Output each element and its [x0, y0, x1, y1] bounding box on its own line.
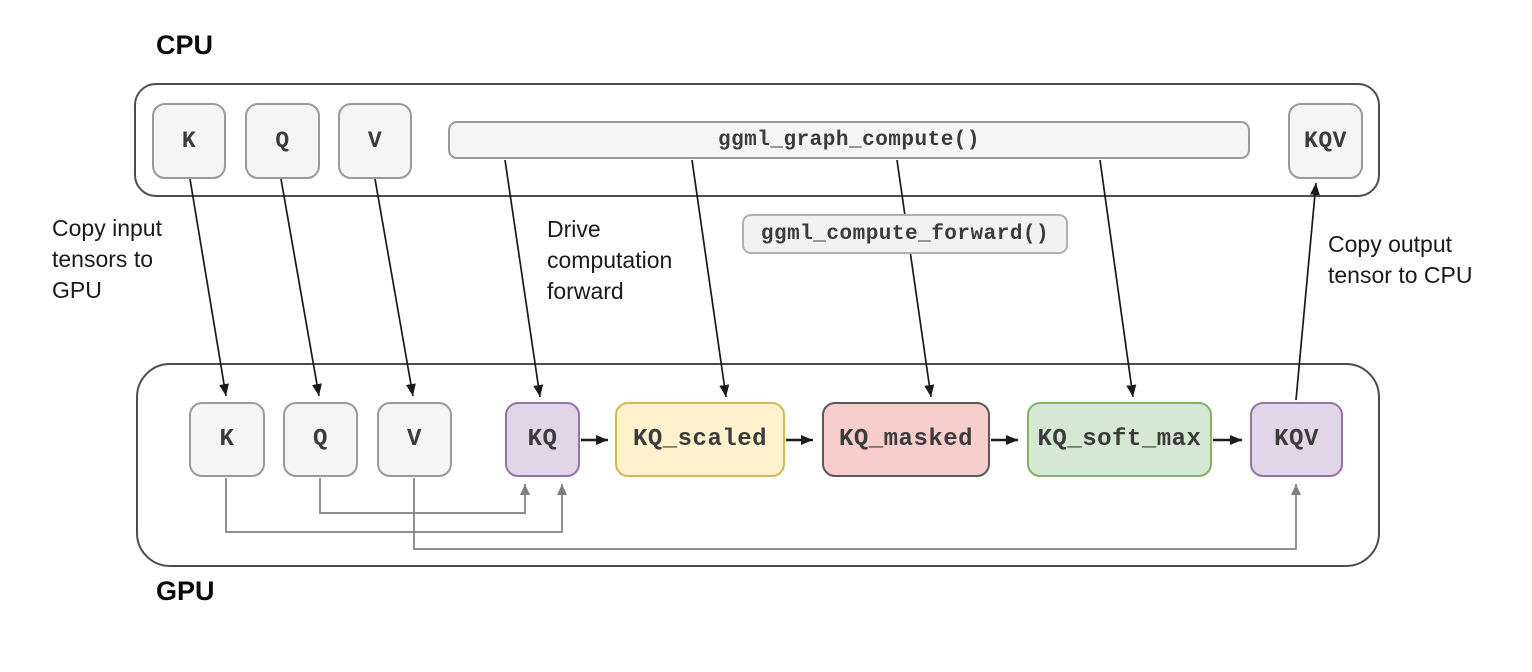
arrow-drive-kq-scaled	[691, 159, 730, 398]
arrow-copy-q	[280, 178, 322, 397]
copy-input-line-3: GPU	[52, 277, 102, 303]
gpu-section-label: GPU	[156, 576, 215, 606]
wire-v-to-kqv	[413, 478, 1301, 550]
arrow-copy-output	[1295, 182, 1320, 401]
cpu-node-k: K	[152, 103, 226, 179]
wire-k-to-kq	[225, 478, 567, 533]
gpu-node-v: V	[377, 402, 452, 477]
arrow-drive-kq-soft-max	[1099, 159, 1137, 398]
copy-output-line-2: tensor to CPU	[1328, 262, 1473, 288]
gpu-node-q: Q	[283, 402, 358, 477]
copy-input-line-1: Copy input	[52, 215, 162, 241]
arrow-copy-k	[189, 178, 229, 397]
drive-computation-annotation: Drive computation forward	[547, 214, 672, 307]
ggml-compute-forward-box: ggml_compute_forward()	[742, 214, 1068, 254]
gpu-node-kq-scaled: KQ_scaled	[615, 402, 785, 477]
ggml-graph-compute-bar: ggml_graph_compute()	[448, 121, 1250, 159]
cpu-section-label: CPU	[156, 30, 214, 60]
cpu-node-q: Q	[245, 103, 320, 179]
gpu-node-kqv: KQV	[1250, 402, 1343, 477]
drive-line-1: Drive	[547, 216, 601, 242]
cpu-node-v: V	[338, 103, 412, 179]
drive-line-2: computation	[547, 247, 673, 273]
copy-input-annotation: Copy input tensors to GPU	[52, 213, 162, 306]
drive-line-3: forward	[547, 278, 624, 304]
gpu-node-k: K	[189, 402, 265, 477]
arrow-drive-kq-masked	[896, 159, 935, 398]
arrow-copy-v	[374, 178, 416, 397]
arrow-drive-kq	[504, 159, 544, 398]
gpu-node-kq-masked: KQ_masked	[822, 402, 990, 477]
gpu-node-kq-soft-max: KQ_soft_max	[1027, 402, 1212, 477]
copy-input-line-2: tensors to	[52, 246, 153, 272]
gpu-node-kq: KQ	[505, 402, 580, 477]
copy-output-line-1: Copy output	[1328, 231, 1453, 257]
wire-q-to-kq	[319, 478, 530, 514]
cpu-node-kqv: KQV	[1288, 103, 1363, 179]
copy-output-annotation: Copy output tensor to CPU	[1328, 229, 1472, 291]
